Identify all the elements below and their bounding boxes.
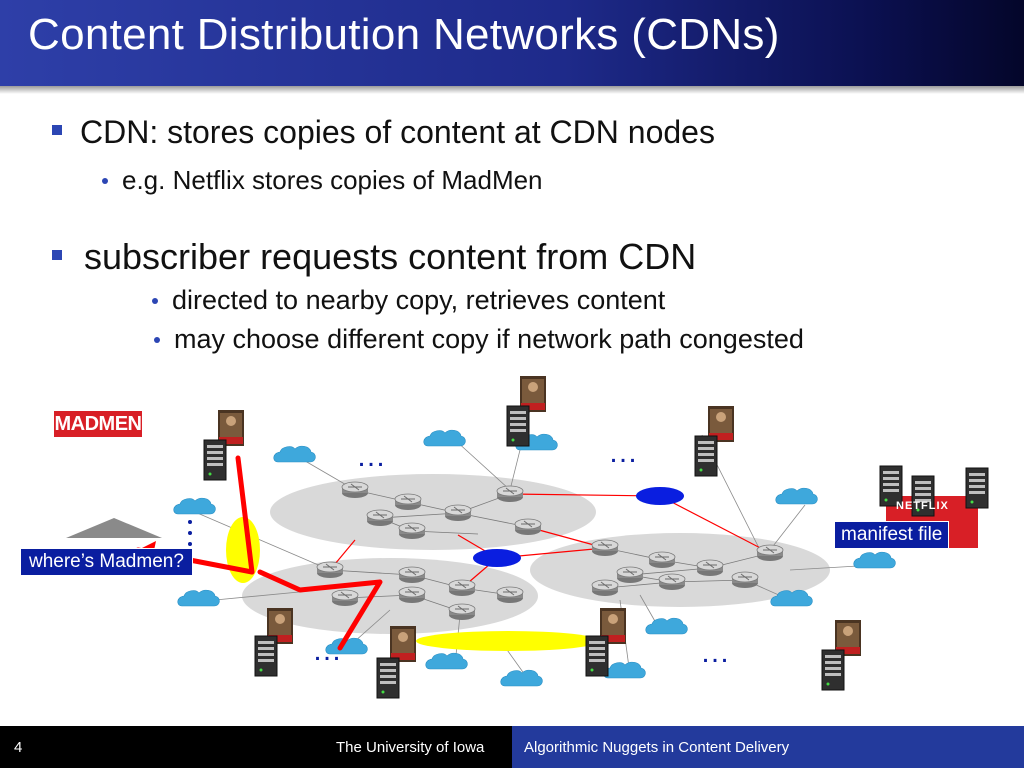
bullet-1-text: CDN: stores copies of content at CDN nod…: [80, 114, 715, 150]
title-bar: Content Distribution Networks (CDNs): [0, 0, 1024, 86]
bullet-2-sub-1: directed to nearby copy, retrieves conte…: [172, 285, 666, 315]
bullet-2-text: subscriber requests content from CDN: [84, 236, 697, 277]
bullet-dot-1-1: [102, 178, 108, 184]
ixp-node-top: [636, 487, 684, 505]
congested-link-left: [226, 517, 260, 583]
ixp-node-center: [473, 549, 521, 567]
footer-institution: The University of Iowa: [336, 739, 485, 756]
madmen-logo: MADMEN: [54, 411, 142, 437]
ellipsis-bottom-2: …: [700, 636, 730, 669]
slide-title: Content Distribution Networks (CDNs): [28, 10, 780, 59]
page-number: 4: [14, 739, 23, 756]
callout-manifest-file: manifest file: [834, 521, 950, 549]
title-shadow: [0, 86, 1024, 94]
bullet-1-sub-1: e.g. Netflix stores copies of MadMen: [122, 165, 543, 195]
footer-course-panel: Algorithmic Nuggets in Content Delivery: [512, 726, 1024, 768]
congested-link-bottom: [416, 631, 600, 651]
bullet-dot-2-1: [152, 298, 158, 304]
bullet-square-2: [52, 250, 62, 260]
bullet-2-sub-2: may choose different copy if network pat…: [174, 324, 804, 354]
isp-region-top: [270, 474, 596, 550]
netflix-logo-text: NETFLIX: [896, 500, 949, 512]
cdn-network-diagram: … … … …: [66, 376, 989, 699]
footer-course: Algorithmic Nuggets in Content Delivery: [524, 739, 790, 756]
subscriber-house-icon: [66, 518, 162, 538]
ellipsis-top-1: …: [356, 440, 386, 473]
bullet-dot-2-2: [154, 337, 160, 343]
callout-wheres-madmen: where’s Madmen?: [20, 548, 193, 576]
ellipsis-top-2: …: [608, 436, 638, 469]
request-path-top: [235, 455, 255, 575]
ellipsis-bottom-1: …: [312, 634, 342, 667]
footer: 4 The University of Iowa Algorithmic Nug…: [0, 726, 1024, 768]
request-path-bottom: [257, 569, 383, 651]
bullet-square-1: [52, 125, 62, 135]
